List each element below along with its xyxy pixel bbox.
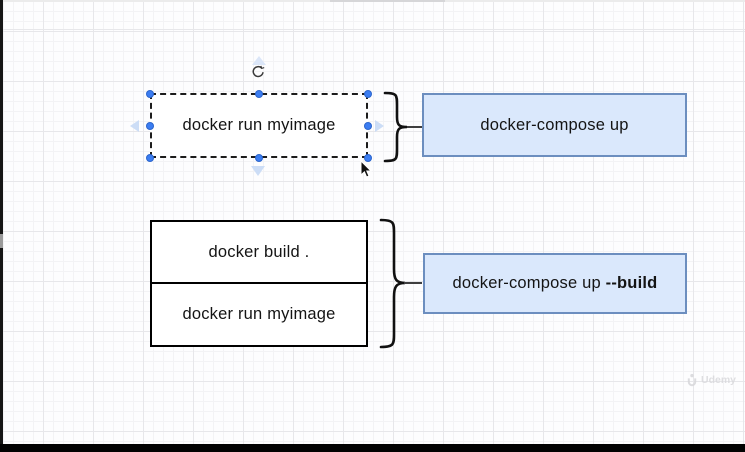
shape-docker-run-selected[interactable]: docker run myimage bbox=[150, 93, 368, 158]
shape-label: docker-compose up bbox=[480, 115, 629, 134]
shape-docker-run-row[interactable]: docker run myimage bbox=[152, 282, 366, 345]
shape-label: docker-compose up --build bbox=[453, 274, 658, 293]
connect-arrow-right-icon[interactable] bbox=[375, 120, 384, 132]
left-scrollbar-thumb[interactable] bbox=[0, 234, 3, 248]
rotate-handle-icon[interactable] bbox=[251, 65, 265, 79]
shape-docker-compose-up[interactable]: docker-compose up bbox=[422, 93, 687, 157]
udemy-watermark: Udemy bbox=[686, 373, 736, 387]
shape-label: docker build . bbox=[208, 242, 310, 261]
selection-handle-w[interactable] bbox=[146, 122, 154, 130]
watermark-text: Udemy bbox=[701, 374, 737, 386]
shape-docker-build-row[interactable]: docker build . bbox=[152, 222, 366, 282]
shape-label: docker run myimage bbox=[182, 116, 336, 134]
selection-handle-nw[interactable] bbox=[146, 90, 154, 98]
udemy-logo-icon bbox=[687, 373, 697, 387]
brace-connector-line-1[interactable] bbox=[407, 126, 422, 128]
selection-handle-n[interactable] bbox=[255, 90, 263, 98]
window-bottom-bar bbox=[0, 444, 745, 452]
selection-handle-ne[interactable] bbox=[364, 90, 372, 98]
connect-arrow-down-icon[interactable] bbox=[251, 166, 265, 176]
mouse-cursor-icon bbox=[360, 160, 373, 178]
shape-docker-build-run-group[interactable]: docker build . docker run myimage bbox=[150, 220, 368, 347]
shape-label: docker run myimage bbox=[182, 305, 336, 323]
label-build-flag: --build bbox=[605, 274, 658, 292]
label-prefix: docker-compose up bbox=[452, 274, 606, 292]
selection-handle-sw[interactable] bbox=[146, 154, 154, 162]
selection-handle-e[interactable] bbox=[364, 122, 372, 130]
window-left-edge bbox=[0, 0, 3, 452]
shape-docker-compose-up-build[interactable]: docker-compose up --build bbox=[423, 253, 687, 314]
brace-connector-line-2[interactable] bbox=[404, 282, 422, 284]
window-top-notch bbox=[330, 0, 445, 2]
connect-arrow-up-icon[interactable] bbox=[252, 56, 266, 65]
selection-handle-s[interactable] bbox=[255, 154, 263, 162]
selection-handle-se[interactable] bbox=[364, 154, 372, 162]
connect-arrow-left-icon[interactable] bbox=[130, 120, 139, 132]
